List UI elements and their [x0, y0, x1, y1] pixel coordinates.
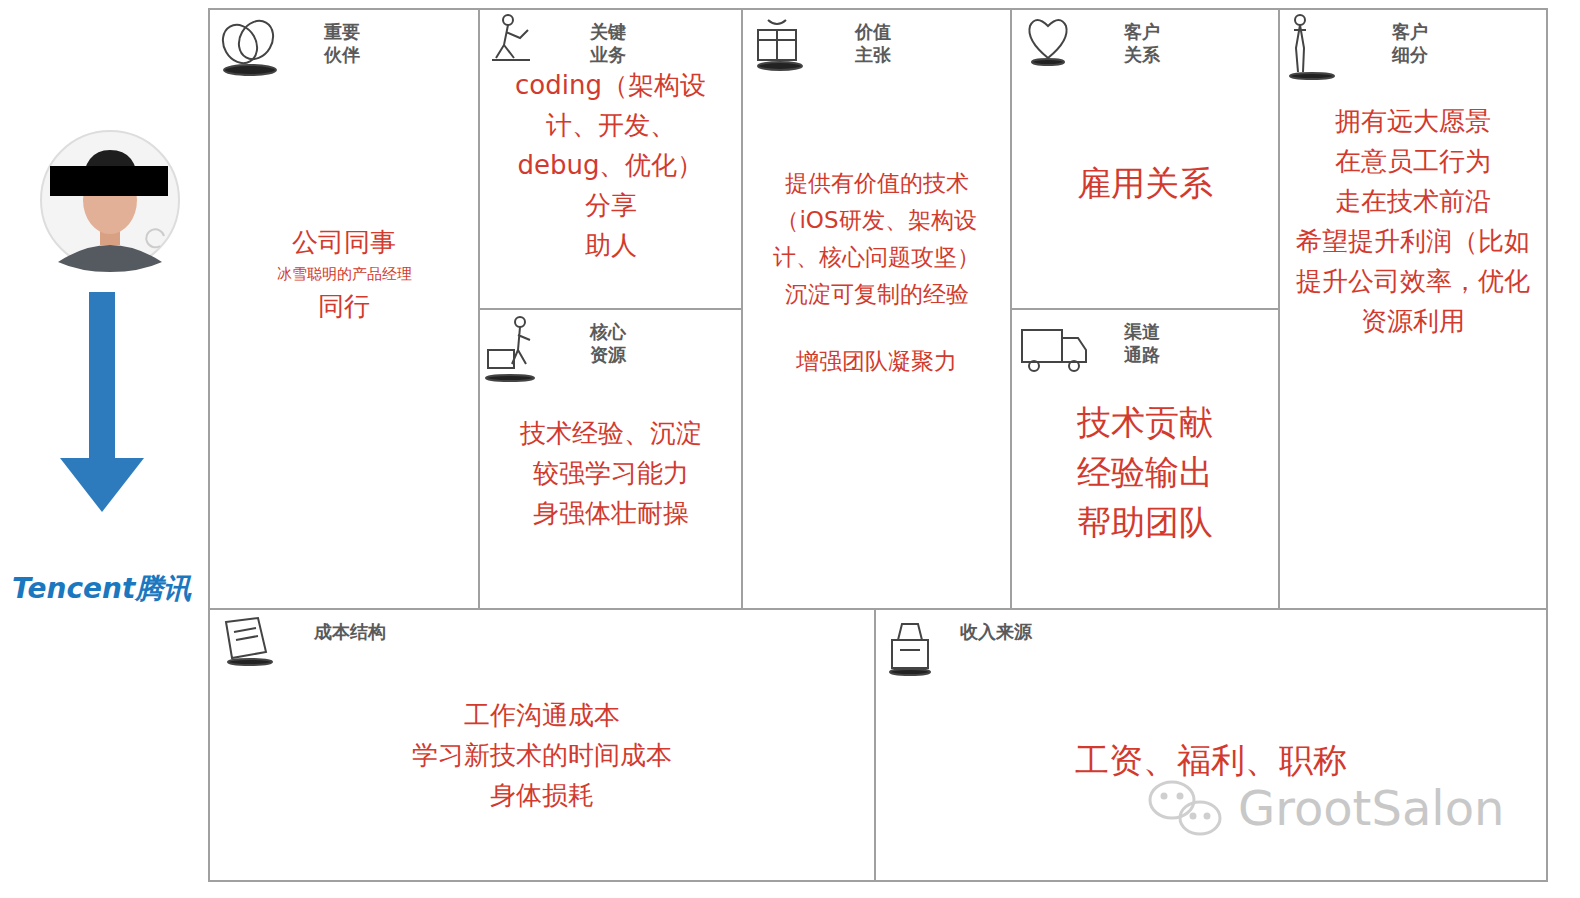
canvas-block: 客户 关系雇用关系 — [1010, 8, 1280, 310]
revenue-icon — [890, 624, 930, 675]
block-text: 身强体壮耐操 — [491, 493, 731, 533]
block-text: 技术经验、沉淀 — [491, 413, 731, 453]
canvas-block: 核心 资源技术经验、沉淀较强学习能力身强体壮耐操 — [478, 308, 743, 610]
block-text: 希望提升利润（比如提升公司效率，优化资源利用 — [1293, 221, 1533, 341]
block-heading: 客户 关系 — [1124, 20, 1168, 67]
canvas-block: 渠道 通路技术贡献经验输出帮助团队 — [1010, 308, 1280, 610]
segment-icon — [1290, 15, 1334, 79]
block-text: 技术贡献 — [1025, 397, 1265, 447]
block-text: 公司同事 — [224, 222, 464, 262]
block-text: 助人 — [499, 225, 723, 265]
watermark: GrootSalon — [1238, 780, 1504, 836]
block-body: 工作沟通成本学习新技术的时间成本身体损耗 — [242, 695, 842, 815]
canvas-block: 重要 伙伴公司同事冰雪聪明的产品经理同行 — [208, 8, 480, 610]
relation-icon — [1029, 20, 1066, 65]
block-text: 学习新技术的时间成本 — [242, 735, 842, 775]
canvas-block: 关键 业务coding（架构设计、开发、debug、优化）分享助人 — [478, 8, 743, 310]
block-text: 增强团队凝聚力 — [758, 343, 996, 380]
block-heading: 重要 伙伴 — [324, 20, 368, 67]
block-body: coding（架构设计、开发、debug、优化）分享助人 — [499, 65, 723, 265]
wechat-icon — [1150, 782, 1220, 834]
cost-icon — [226, 618, 272, 665]
block-text: 走在技术前沿 — [1293, 181, 1533, 221]
block-text: coding（架构设计、开发、debug、优化） — [499, 65, 723, 185]
block-text: 雇用关系 — [1025, 158, 1265, 208]
block-heading: 渠道 通路 — [1124, 320, 1168, 367]
down-arrow — [60, 292, 144, 512]
block-heading: 成本结构 — [314, 620, 386, 643]
block-heading: 收入来源 — [960, 620, 1032, 643]
block-heading: 价值 主张 — [855, 20, 899, 67]
canvas-block: 客户 细分拥有远大愿景在意员工行为走在技术前沿希望提升利润（比如提升公司效率，优… — [1278, 8, 1548, 610]
block-text: 冰雪聪明的产品经理 — [224, 262, 464, 286]
block-body: 公司同事冰雪聪明的产品经理同行 — [224, 222, 464, 326]
activity-icon — [492, 15, 530, 60]
company-logo: Tencent腾讯 — [12, 570, 191, 608]
block-body: 拥有远大愿景在意员工行为走在技术前沿希望提升利润（比如提升公司效率，优化资源利用 — [1293, 101, 1533, 341]
block-heading: 核心 资源 — [590, 320, 634, 367]
canvas-block: 收入来源工资、福利、职称 — [874, 608, 1548, 882]
block-body: 技术经验、沉淀较强学习能力身强体壮耐操 — [491, 413, 731, 533]
resource-icon — [486, 317, 534, 381]
block-text: 经验输出 — [1025, 447, 1265, 497]
block-text: 提供有价值的技术（iOS研发、架构设计、核心问题攻坚） — [758, 165, 996, 276]
block-text: 在意员工行为 — [1293, 141, 1533, 181]
block-body: 工资、福利、职称 — [911, 735, 1511, 785]
block-heading: 客户 细分 — [1392, 20, 1436, 67]
value-icon — [758, 20, 802, 70]
block-text: 拥有远大愿景 — [1293, 101, 1533, 141]
avatar-photo — [41, 131, 179, 272]
block-text: 较强学习能力 — [491, 453, 731, 493]
block-text: 帮助团队 — [1025, 497, 1265, 547]
block-heading: 关键 业务 — [590, 20, 634, 67]
block-body: 提供有价值的技术（iOS研发、架构设计、核心问题攻坚）沉淀可复制的经验增强团队凝… — [758, 165, 996, 380]
block-text: 身体损耗 — [242, 775, 842, 815]
block-text: 工作沟通成本 — [242, 695, 842, 735]
block-text: 沉淀可复制的经验 — [758, 276, 996, 313]
channel-icon — [1022, 330, 1086, 371]
canvas-block: 价值 主张提供有价值的技术（iOS研发、架构设计、核心问题攻坚）沉淀可复制的经验… — [741, 8, 1012, 610]
block-text: 工资、福利、职称 — [911, 735, 1511, 785]
section-icons — [216, 15, 1334, 675]
block-body: 技术贡献经验输出帮助团队 — [1025, 397, 1265, 547]
block-text: 同行 — [224, 286, 464, 326]
block-text: 分享 — [499, 185, 723, 225]
block-body: 雇用关系 — [1025, 158, 1265, 208]
canvas-block: 成本结构工作沟通成本学习新技术的时间成本身体损耗 — [208, 608, 876, 882]
partner-icon — [216, 15, 280, 75]
